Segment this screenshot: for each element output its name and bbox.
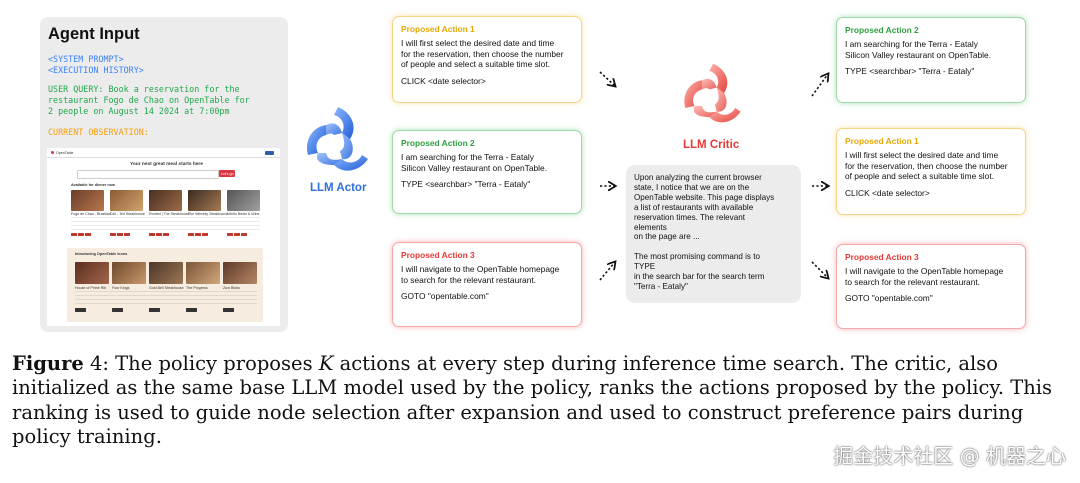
card-command: GOTO "opentable.com" — [401, 291, 489, 302]
card-body: I will first select the desired date and… — [845, 150, 1008, 182]
caption-text-1: The policy proposes — [115, 352, 313, 375]
figure-caption: Figure 4: The policy proposes K actions … — [12, 352, 1074, 449]
mini-section-1: Available for dinner now — [71, 183, 115, 187]
arrow-action3-to-critic — [599, 262, 615, 281]
card-command: GOTO "opentable.com" — [845, 293, 933, 304]
current-observation-label: CURRENT OBSERVATION: — [48, 127, 149, 137]
mini-card-1-2: DAI - Ted Steakhouse — [110, 212, 145, 216]
card-title: Proposed Action 3 — [401, 250, 475, 260]
mini-site-name: OpenTable — [56, 150, 74, 155]
caption-k: K — [318, 352, 334, 375]
watermark: 掘金技术社区 @ 机器之心 — [833, 444, 1066, 468]
card-body: I will navigate to the OpenTable homepag… — [845, 266, 1004, 287]
arrow-critic-to-rank3 — [811, 261, 828, 278]
mini-card-1-5: Vitello Bistro & Wine — [227, 212, 260, 216]
ranked-action-card-2: Proposed Action 1 I will first select th… — [836, 128, 1026, 215]
mini-card-1-4: The Wembly Steakhouse — [188, 212, 229, 216]
mini-search-button: Let's go — [221, 171, 234, 176]
card-body: I will navigate to the OpenTable homepag… — [401, 264, 560, 285]
caption-label: Figure — [12, 352, 84, 375]
llm-actor-logo-icon — [306, 107, 368, 171]
agent-input-title: Agent Input — [48, 25, 140, 43]
arrow-action1-to-critic — [599, 71, 615, 86]
user-query: USER QUERY: Book a reservation for the r… — [48, 84, 250, 116]
ranked-action-card-3: Proposed Action 3 I will navigate to the… — [836, 244, 1026, 329]
card-title: Proposed Action 1 — [845, 136, 919, 146]
card-command: CLICK <date selector> — [401, 75, 486, 86]
mini-card-2-1: House of Prime Rib — [75, 286, 107, 290]
proposed-action-card-2: Proposed Action 2 I am searching for the… — [392, 130, 582, 214]
card-body: I will first select the desired date and… — [401, 38, 564, 70]
llm-critic-label: LLM Critic — [683, 139, 740, 151]
mini-card-2-5: Zuni Bistro — [223, 286, 241, 290]
card-title: Proposed Action 3 — [845, 252, 919, 262]
observation-screenshot: OpenTable Your next great meal starts he… — [47, 148, 280, 326]
caption-number: 4: — [89, 352, 109, 375]
mini-heading: Your next great meal starts here — [130, 162, 203, 167]
card-command: CLICK <date selector> — [845, 187, 930, 198]
arrow-critic-to-rank1 — [811, 74, 828, 97]
card-title: Proposed Action 2 — [845, 25, 919, 35]
mini-card-2-3: Gold Bell Steakhouse — [149, 286, 184, 290]
mini-section-2: Introducing OpenTable Icons — [75, 252, 128, 256]
card-command: TYPE <searchbar> "Terra - Eataly" — [401, 179, 531, 190]
ranked-action-card-1: Proposed Action 2 I am searching for the… — [836, 17, 1026, 103]
agent-input-panel: Agent Input <SYSTEM PROMPT> <EXECUTION H… — [40, 17, 288, 332]
mini-card-1-3: Rooted | The Steakhouse — [149, 212, 190, 216]
llm-actor-label: LLM Actor — [310, 182, 367, 194]
system-prompt-tag: <SYSTEM PROMPT> — [48, 54, 124, 64]
mini-card-1-1: Fogo de Chao - Brazilian — [71, 212, 111, 216]
proposed-action-card-3: Proposed Action 3 I will navigate to the… — [392, 242, 582, 327]
execution-history-tag: <EXECUTION HISTORY> — [48, 65, 144, 75]
card-title: Proposed Action 1 — [401, 24, 475, 34]
caption-text-2: actions at every step during inference t… — [12, 352, 1053, 448]
mini-card-2-4: The Progress — [186, 286, 208, 290]
mini-card-2-2: Four Kings — [112, 286, 130, 290]
proposed-action-card-1: Proposed Action 1 I will first select th… — [392, 16, 582, 103]
llm-critic-logo-icon — [684, 63, 741, 123]
card-command: TYPE <searchbar> "Terra - Eataly" — [845, 66, 975, 77]
prompt-placeholders: <SYSTEM PROMPT> <EXECUTION HISTORY> — [48, 54, 144, 76]
flow-arrows — [599, 71, 1080, 281]
card-title: Proposed Action 2 — [401, 138, 475, 148]
